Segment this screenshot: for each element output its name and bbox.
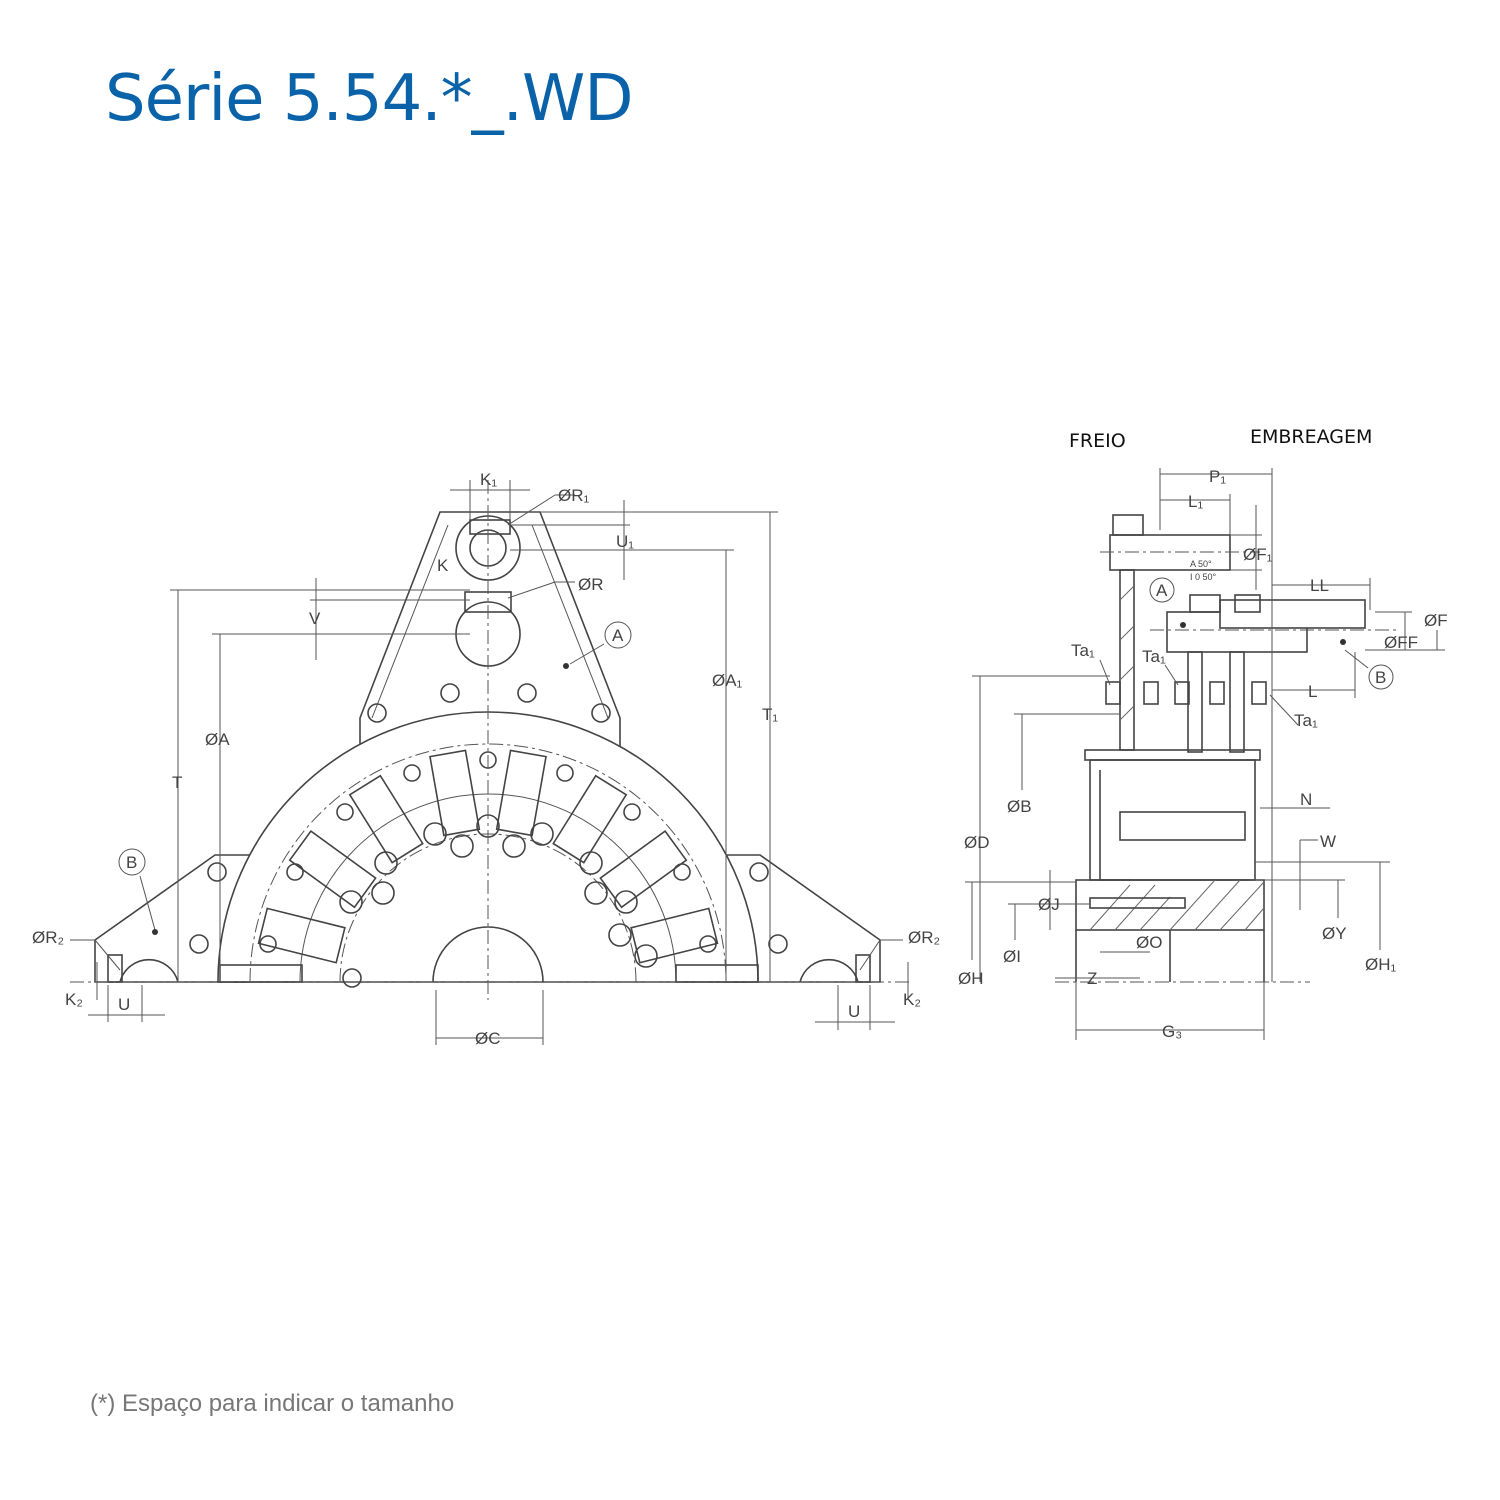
header-embreagem: EMBREAGEM (1250, 426, 1372, 448)
dim-l: L (1308, 682, 1317, 701)
note-i050: I 0 50° (1190, 572, 1217, 582)
dim-a: ØA (205, 730, 230, 749)
dim-ll: LL (1310, 576, 1329, 595)
dim-r: ØR (578, 575, 604, 594)
dim-h: ØH (958, 969, 984, 988)
dim-t: T (172, 773, 182, 792)
dim-j: ØJ (1038, 895, 1060, 914)
note-a50: A 50° (1190, 559, 1212, 569)
footnote: (*) Espaço para indicar o tamanho (90, 1390, 455, 1417)
dim-k1: K₁ (480, 470, 497, 489)
callout-b-side: B (1375, 668, 1386, 687)
dim-u-right: U (848, 1002, 860, 1021)
dim-a1: ØA₁ (712, 671, 743, 690)
dim-k2-right: K₂ (903, 990, 921, 1009)
dim-f1: ØF₁ (1243, 545, 1273, 564)
dim-i: ØI (1003, 947, 1021, 966)
dim-d: ØD (964, 833, 990, 852)
dim-u1: U₁ (616, 532, 634, 551)
callout-a: A (612, 626, 624, 645)
dim-r2-right: ØR₂ (908, 928, 940, 947)
header-freio: FREIO (1069, 430, 1126, 452)
dim-ta1-3: Ta₁ (1294, 711, 1318, 730)
dim-r1: ØR₁ (558, 486, 590, 505)
dim-g3: G₃ (1162, 1022, 1182, 1041)
callout-a-circle (604, 621, 632, 649)
dim-ff: ØFF (1384, 633, 1418, 652)
dim-k: K (437, 556, 449, 575)
dim-h1: ØH₁ (1365, 955, 1397, 974)
front-view: K₁ ØR₁ U₁ K ØR V A ØA₁ T₁ ØA T B ØR₂ ØR₂… (32, 470, 940, 1048)
dim-r2-left: ØR₂ (32, 928, 64, 947)
dim-ta1-1: Ta₁ (1071, 641, 1095, 660)
dim-b: ØB (1007, 797, 1032, 816)
dim-o: ØO (1136, 933, 1162, 952)
dim-l1: L₁ (1188, 492, 1203, 511)
dim-p1: P₁ (1209, 467, 1226, 486)
page-title: Série 5.54.*_.WD (105, 62, 634, 136)
dim-u-left: U (118, 995, 130, 1014)
dim-f: ØF (1424, 611, 1448, 630)
dim-t1: T₁ (762, 705, 778, 724)
callout-a-side: A (1156, 581, 1168, 600)
dim-c: ØC (475, 1029, 501, 1048)
callout-b-circle (118, 848, 146, 876)
dim-w: W (1320, 832, 1336, 851)
callout-b: B (126, 853, 137, 872)
dim-v: V (309, 609, 321, 628)
dim-y: ØY (1322, 924, 1347, 943)
dim-ta1-2: Ta₁ (1142, 647, 1166, 666)
dim-z: Z (1087, 969, 1097, 988)
dim-k2-left: K₂ (65, 990, 83, 1009)
dim-n: N (1300, 790, 1312, 809)
side-view: FREIO EMBREAGEM (958, 426, 1448, 1041)
